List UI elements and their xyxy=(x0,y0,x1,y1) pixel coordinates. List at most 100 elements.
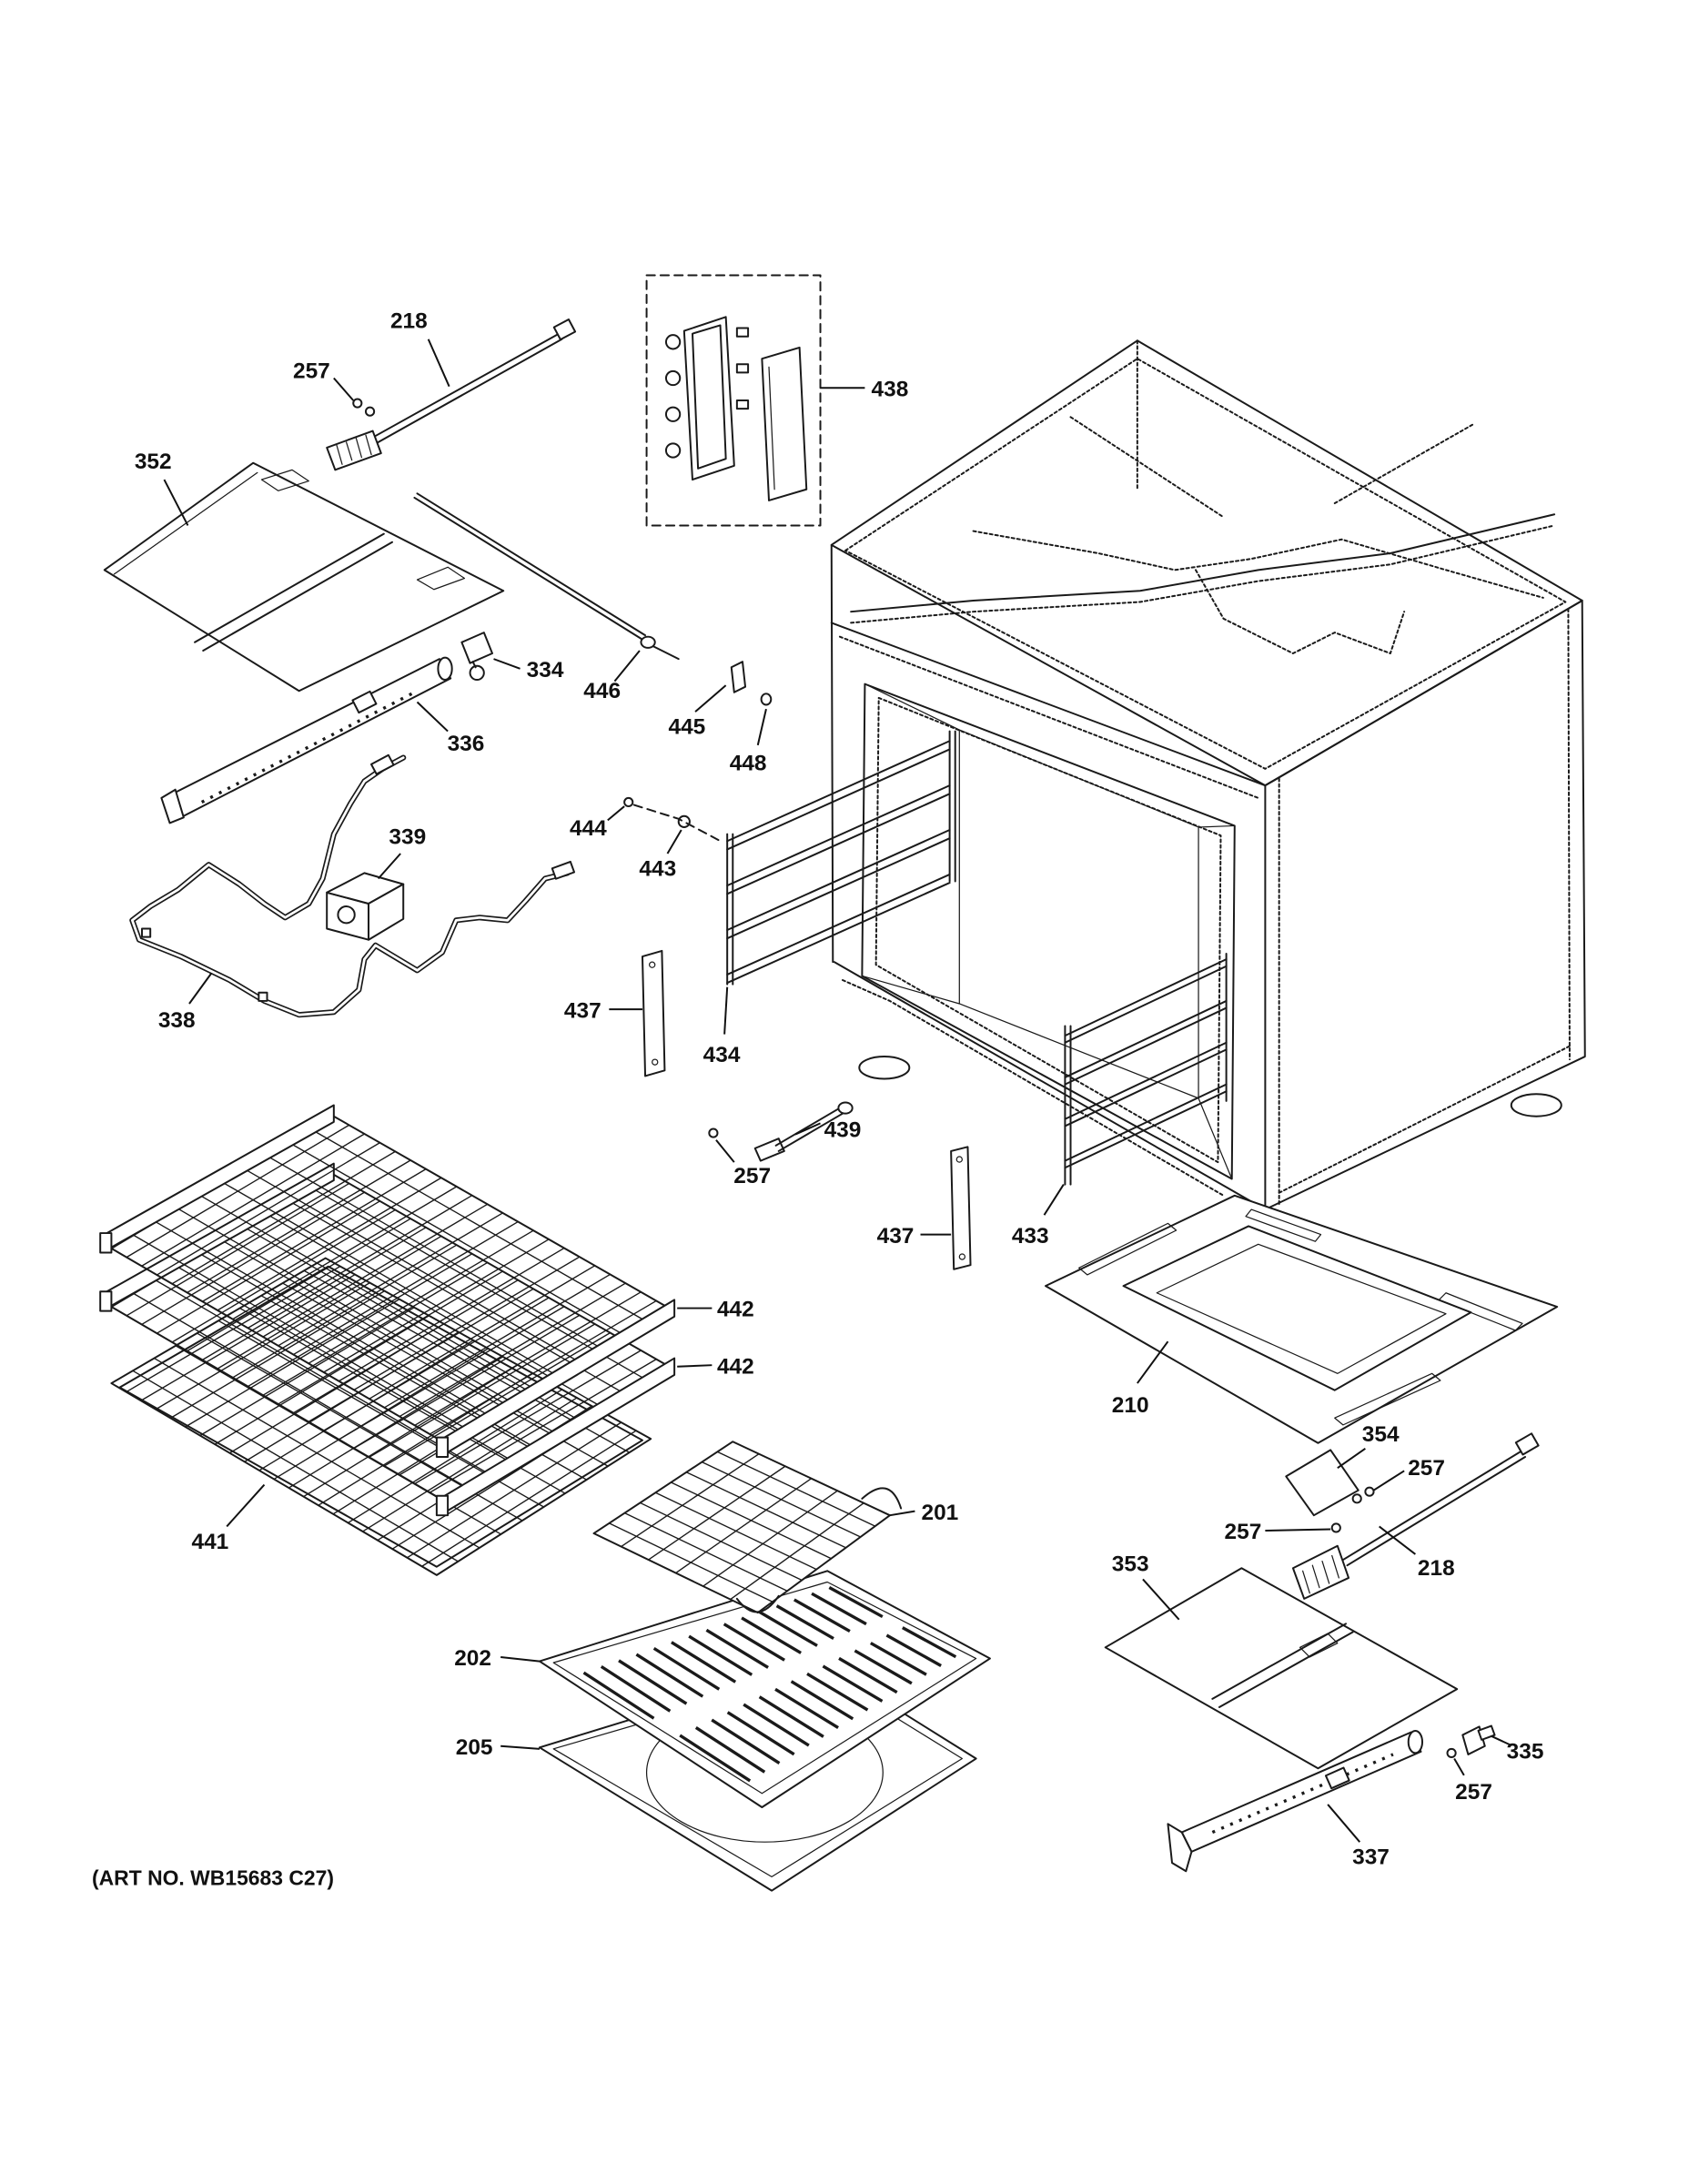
rack-wire xyxy=(730,1502,864,1601)
leader-line xyxy=(694,684,727,713)
callout-labels: 218 257 352 438 334 446 445 336 448 339 … xyxy=(135,309,1544,1870)
rack-wire xyxy=(430,1299,657,1435)
cover-plate-edge xyxy=(768,366,775,490)
module-side xyxy=(368,883,405,941)
part-334-valve xyxy=(460,632,493,682)
leader-line xyxy=(427,339,450,388)
part-202-broiler-pan-insert xyxy=(538,1570,991,1808)
part-210-bottom-panel xyxy=(1045,1194,1559,1444)
callout-337: 337 xyxy=(1352,1845,1390,1870)
leader-line xyxy=(715,1139,735,1163)
oven-cavity-corner xyxy=(864,683,960,731)
sensor-tip xyxy=(837,1101,854,1115)
callout-448: 448 xyxy=(730,751,767,775)
grate-handle xyxy=(861,1487,903,1510)
strip-hole xyxy=(652,1058,659,1066)
chassis-lower-trim xyxy=(841,979,1225,1197)
callout-338: 338 xyxy=(158,1008,196,1033)
rack-wire xyxy=(348,1389,563,1524)
callout-257: 257 xyxy=(733,1164,771,1188)
rack-wire xyxy=(185,1299,400,1428)
part-448-washer xyxy=(760,693,773,706)
rack-wire xyxy=(199,1307,415,1437)
rack-rod xyxy=(726,829,951,940)
callout-439: 439 xyxy=(824,1118,862,1143)
shield-tab xyxy=(260,469,309,491)
callout-444: 444 xyxy=(570,816,607,841)
rack-wire xyxy=(157,1142,380,1276)
rack-rod xyxy=(1064,999,1228,1086)
part-434-rack-support xyxy=(726,730,956,986)
leader-line xyxy=(416,701,449,733)
igniter-teeth xyxy=(1302,1554,1339,1594)
chassis-top-diagonal xyxy=(1069,416,1225,519)
screw-257 xyxy=(1351,1493,1362,1504)
leader-line xyxy=(163,479,189,526)
rack-wire xyxy=(217,1177,442,1311)
rack-wire xyxy=(675,1478,812,1574)
insert-slot xyxy=(885,1633,942,1667)
leader-line xyxy=(1373,1470,1405,1491)
rack-frame-inner xyxy=(118,1265,643,1568)
rack-wire xyxy=(648,1465,786,1561)
insert-rim xyxy=(552,1581,977,1795)
leader-line xyxy=(1327,1804,1361,1843)
rack-wire xyxy=(141,1191,365,1326)
shield-tab xyxy=(1299,1633,1339,1658)
valve-knob xyxy=(664,334,682,350)
grate-handle xyxy=(735,1594,780,1613)
chassis-foot xyxy=(1510,1093,1562,1117)
rack-wire xyxy=(323,1297,550,1431)
oven-cavity-corner xyxy=(1198,824,1236,828)
igniter-body xyxy=(326,430,382,471)
rack-wire xyxy=(353,1256,581,1390)
leader-line xyxy=(723,986,729,1035)
part-338-wire-harness xyxy=(129,753,576,1018)
callout-438: 438 xyxy=(872,377,909,401)
insert-slot xyxy=(635,1653,704,1698)
rack-wire xyxy=(187,1218,411,1352)
part-446-rod xyxy=(413,492,680,661)
callout-437: 437 xyxy=(564,998,601,1023)
rack-wire xyxy=(187,1159,411,1294)
chassis-top-crossmember xyxy=(972,530,1544,599)
grate-wires xyxy=(609,1451,876,1603)
part-218-igniter-upper xyxy=(326,318,577,471)
insert-slot xyxy=(711,1718,781,1764)
part-438-assembly xyxy=(645,274,822,527)
rack-wire xyxy=(141,1133,365,1267)
leader-line xyxy=(226,1483,266,1528)
rack-rod xyxy=(726,784,951,895)
leader-line xyxy=(889,1510,915,1517)
callout-442: 442 xyxy=(717,1354,754,1379)
wire-connector xyxy=(1514,1432,1540,1456)
callout-257: 257 xyxy=(1225,1520,1262,1544)
part-337-burner xyxy=(1167,1729,1424,1873)
rack-rod xyxy=(726,873,951,985)
panel-slot xyxy=(1334,1372,1441,1426)
insert-slot xyxy=(811,1592,867,1626)
module-port xyxy=(337,905,356,925)
part-444-washer xyxy=(623,796,634,808)
rail-end-cap xyxy=(99,1232,113,1254)
rack-wire xyxy=(202,1168,427,1302)
sensor-rod xyxy=(774,1107,841,1147)
leader-line xyxy=(500,1656,541,1663)
part-443-nut xyxy=(677,814,691,828)
chassis-top-frame xyxy=(830,339,1583,787)
leader-line xyxy=(613,650,641,682)
leader-line xyxy=(794,1122,821,1136)
callout-257: 257 xyxy=(1408,1456,1445,1481)
insert-slot xyxy=(806,1672,869,1712)
rack-wire xyxy=(303,1364,519,1498)
rack-wire xyxy=(338,1247,565,1382)
insert-slot xyxy=(679,1734,752,1783)
chassis-top-gusset xyxy=(1195,569,1406,655)
insert-slot xyxy=(671,1641,737,1684)
insert-slot xyxy=(652,1646,721,1691)
rack-wire xyxy=(126,1124,349,1259)
callout-335: 335 xyxy=(1507,1740,1544,1764)
shield-tab xyxy=(416,566,466,591)
rack-rod xyxy=(1064,1041,1228,1127)
rack-wire xyxy=(384,1273,611,1409)
